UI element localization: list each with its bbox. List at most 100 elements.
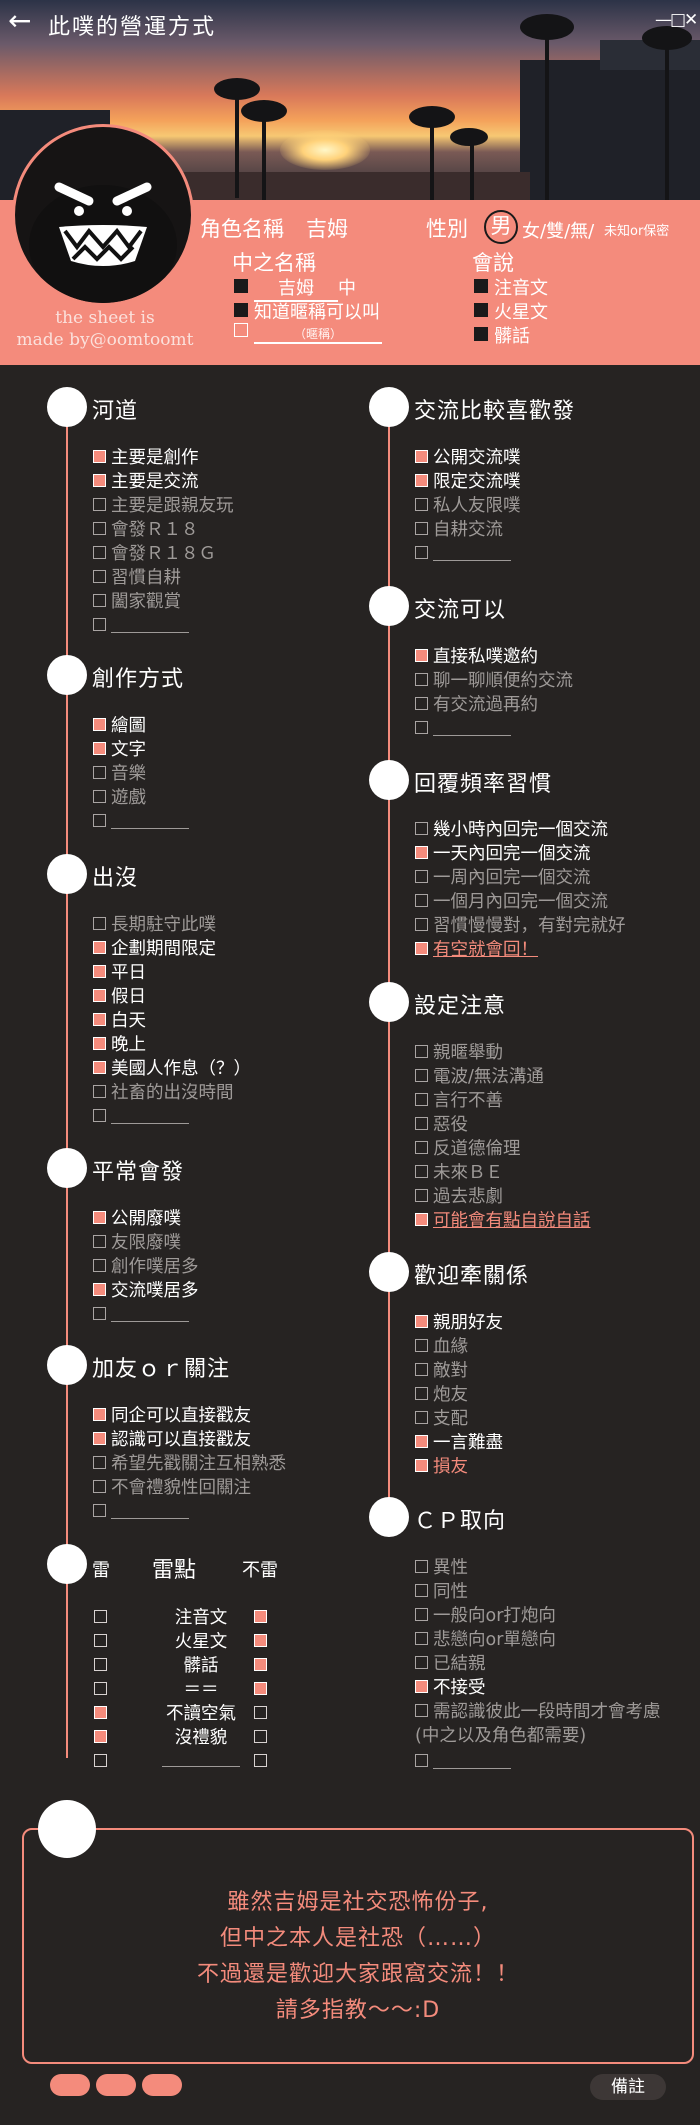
checkbox[interactable] xyxy=(415,1754,428,1767)
option-item[interactable]: 有交流過再約 xyxy=(415,693,538,717)
thunder-checkbox-lei[interactable] xyxy=(94,1730,107,1743)
checkbox[interactable] xyxy=(415,1680,428,1693)
checkbox[interactable] xyxy=(415,546,428,559)
checkbox[interactable] xyxy=(415,1189,428,1202)
checkbox[interactable] xyxy=(415,1387,428,1400)
checkbox[interactable] xyxy=(415,673,428,686)
checkbox[interactable] xyxy=(415,1165,428,1178)
option-item[interactable]: 希望先戳關注互相熟悉 xyxy=(93,1452,286,1476)
checkbox[interactable] xyxy=(415,1117,428,1130)
checkbox[interactable] xyxy=(93,1432,106,1445)
thunder-checkbox-bulei[interactable] xyxy=(254,1634,267,1647)
checkbox[interactable] xyxy=(93,474,106,487)
checkbox[interactable] xyxy=(415,1093,428,1106)
option-item[interactable]: 需認識彼此一段時間才會考慮 xyxy=(415,1700,661,1724)
option-item[interactable]: 可能會有點自說自話 xyxy=(415,1209,591,1233)
checkbox[interactable] xyxy=(93,1013,106,1026)
checkbox[interactable] xyxy=(415,1339,428,1352)
option-item[interactable]: 支配 xyxy=(415,1407,468,1431)
option-item[interactable]: 已結親 xyxy=(415,1652,486,1676)
option-item[interactable]: 幾小時內回完一個交流 xyxy=(415,818,608,842)
option-item[interactable]: 一個月內回完一個交流 xyxy=(415,890,608,914)
checkbox[interactable] xyxy=(415,870,428,883)
option-item-blank[interactable] xyxy=(415,1750,511,1774)
thunder-checkbox-bulei[interactable] xyxy=(254,1754,267,1767)
option-item[interactable]: 過去悲劇 xyxy=(415,1185,503,1209)
checkbox[interactable] xyxy=(415,474,428,487)
option-item[interactable]: 平日 xyxy=(93,961,146,985)
option-item[interactable]: 言行不善 xyxy=(415,1089,503,1113)
checkbox[interactable] xyxy=(93,1211,106,1224)
option-item[interactable]: 主要是交流 xyxy=(93,470,199,494)
checkbox[interactable] xyxy=(93,570,106,583)
checkbox[interactable] xyxy=(93,718,106,731)
checkbox[interactable] xyxy=(415,822,428,835)
checkbox[interactable] xyxy=(93,965,106,978)
option-item[interactable]: 反道德倫理 xyxy=(415,1137,521,1161)
option-item[interactable]: 聊一聊順便約交流 xyxy=(415,669,573,693)
checkbox[interactable] xyxy=(93,1109,106,1122)
thunder-checkbox-lei[interactable] xyxy=(94,1658,107,1671)
option-item[interactable]: 闔家觀賞 xyxy=(93,590,181,614)
language-option[interactable]: 注音文 xyxy=(474,274,548,300)
blank-input-line[interactable] xyxy=(111,1109,189,1124)
checkbox[interactable] xyxy=(93,594,106,607)
option-item[interactable]: 自耕交流 xyxy=(415,518,503,542)
nickname-option-3[interactable]: （暱稱） xyxy=(234,322,382,344)
checkbox[interactable] xyxy=(415,1584,428,1597)
option-item[interactable]: 習慣慢慢對，有對完就好 xyxy=(415,914,626,938)
checkbox[interactable] xyxy=(415,450,428,463)
checkbox[interactable] xyxy=(415,1141,428,1154)
option-item[interactable]: 公開廢噗 xyxy=(93,1207,181,1231)
option-item[interactable]: 電波/無法溝通 xyxy=(415,1065,544,1089)
thunder-checkbox-lei[interactable] xyxy=(94,1634,107,1647)
option-item[interactable]: 限定交流噗 xyxy=(415,470,521,494)
option-item[interactable]: 有空就會回！ xyxy=(415,938,538,962)
checkbox[interactable] xyxy=(415,918,428,931)
option-item[interactable]: 親朋好友 xyxy=(415,1311,503,1335)
option-item[interactable]: 繪圖 xyxy=(93,714,146,738)
checkbox[interactable] xyxy=(93,1480,106,1493)
option-item[interactable]: 音樂 xyxy=(93,762,146,786)
option-item[interactable]: 私人友限噗 xyxy=(415,494,521,518)
blank-input-line[interactable] xyxy=(111,1504,189,1519)
option-item[interactable]: 不接受 xyxy=(415,1676,486,1700)
checkbox[interactable] xyxy=(415,1045,428,1058)
option-item[interactable]: 未來ＢＥ xyxy=(415,1161,503,1185)
option-item[interactable]: 同企可以直接戳友 xyxy=(93,1404,251,1428)
nickname-option-2[interactable]: 知道暱稱可以叫 xyxy=(234,298,380,324)
checkbox[interactable] xyxy=(415,498,428,511)
option-item[interactable]: 習慣自耕 xyxy=(93,566,181,590)
checkbox[interactable] xyxy=(93,941,106,954)
close-button[interactable]: ✕ xyxy=(684,10,699,30)
checkbox[interactable] xyxy=(93,790,106,803)
checkbox[interactable] xyxy=(415,846,428,859)
option-item-blank[interactable] xyxy=(93,1105,189,1129)
checkbox[interactable] xyxy=(415,1411,428,1424)
option-item-blank[interactable] xyxy=(93,1303,189,1327)
checkbox[interactable] xyxy=(93,1259,106,1272)
option-item[interactable]: 創作噗居多 xyxy=(93,1255,199,1279)
page-pill-1[interactable] xyxy=(50,2074,90,2096)
checkbox[interactable] xyxy=(93,1456,106,1469)
option-item[interactable]: 遊戲 xyxy=(93,786,146,810)
checkbox[interactable] xyxy=(93,989,106,1002)
checkbox[interactable] xyxy=(415,522,428,535)
maximize-button[interactable]: □ xyxy=(670,10,687,30)
checkbox[interactable] xyxy=(93,1504,106,1517)
checkbox-checked[interactable] xyxy=(474,279,488,293)
checkbox[interactable] xyxy=(93,814,106,827)
option-item[interactable]: 悲戀向or單戀向 xyxy=(415,1628,556,1652)
option-item[interactable]: 假日 xyxy=(93,985,146,1009)
checkbox-checked[interactable] xyxy=(474,327,488,341)
checkbox[interactable] xyxy=(93,766,106,779)
thunder-checkbox-lei[interactable] xyxy=(94,1706,107,1719)
thunder-checkbox-bulei[interactable] xyxy=(254,1730,267,1743)
page-pill-3[interactable] xyxy=(142,2074,182,2096)
option-item[interactable]: 公開交流噗 xyxy=(415,446,521,470)
checkbox[interactable] xyxy=(415,1632,428,1645)
thunder-checkbox-lei[interactable] xyxy=(94,1610,107,1623)
option-item[interactable]: 親暱舉動 xyxy=(415,1041,503,1065)
checkbox-unchecked[interactable] xyxy=(234,323,248,337)
blank-input-line[interactable] xyxy=(433,546,511,561)
